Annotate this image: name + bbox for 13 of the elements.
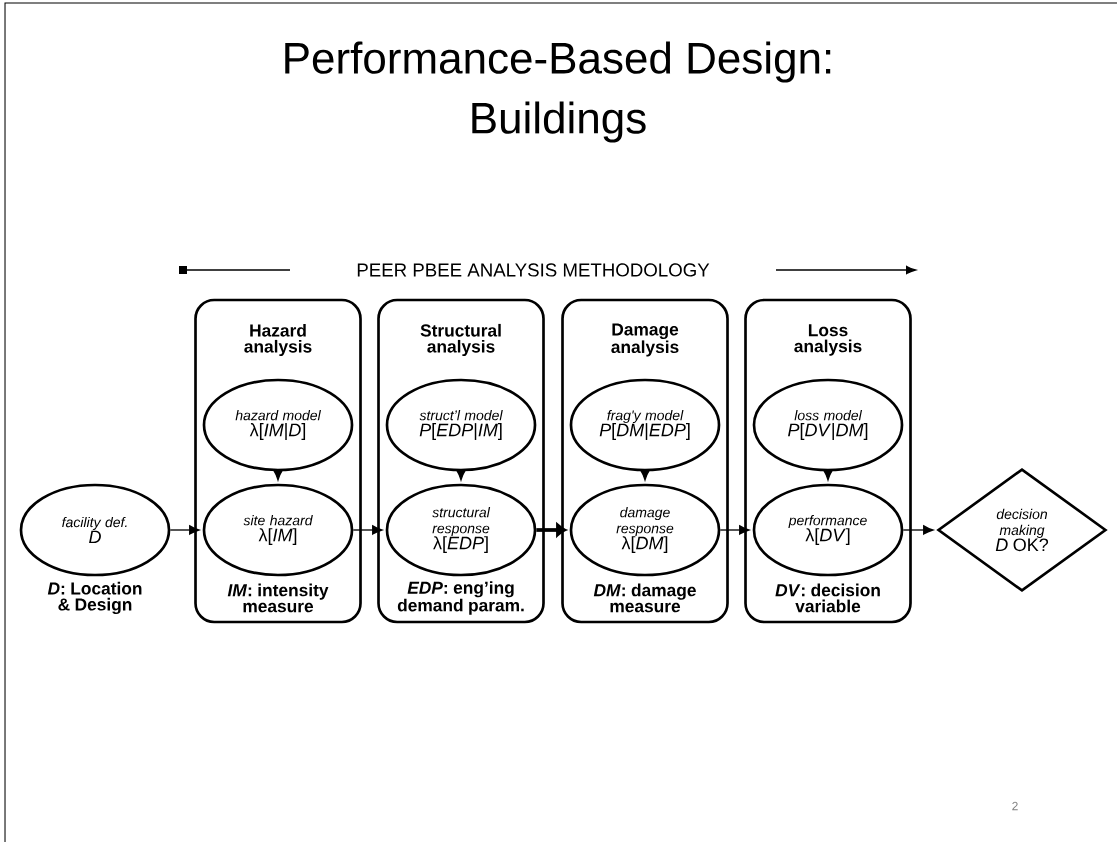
page-number: 2 xyxy=(1012,801,1018,811)
arrow xyxy=(640,470,650,481)
arrow xyxy=(456,470,466,481)
arrow xyxy=(902,525,934,535)
slide-title: Performance-Based Design: Buildings xyxy=(285,41,831,143)
arrow xyxy=(273,470,283,481)
arrow xyxy=(536,523,567,537)
arrow xyxy=(719,525,750,535)
node-label: D: Location & Design xyxy=(47,581,142,615)
arrow xyxy=(823,470,833,481)
arrow-label: PEER PBEE ANALYSIS METHODOLOGY xyxy=(357,263,710,277)
arrow xyxy=(169,525,200,535)
arrow xyxy=(352,525,383,535)
